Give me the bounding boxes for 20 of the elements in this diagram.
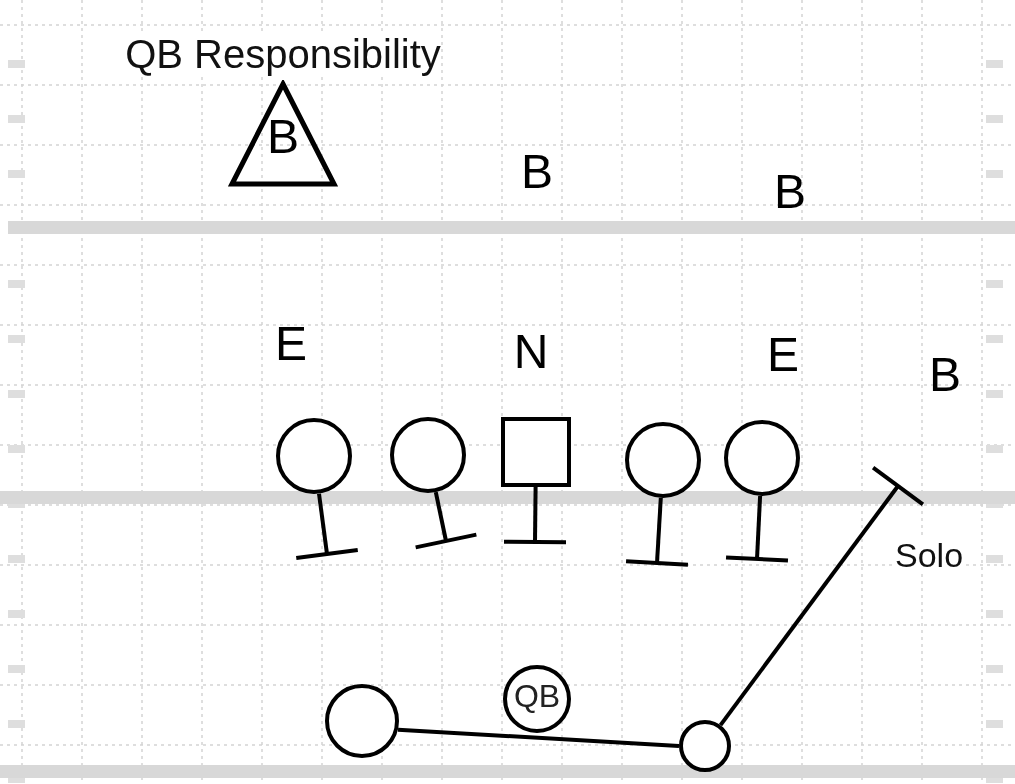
defender-letter: E — [275, 320, 307, 368]
block-route-line — [724, 495, 790, 563]
block-route-line — [294, 493, 360, 561]
block-route-line — [624, 497, 690, 567]
defender-letter: E — [767, 331, 799, 379]
defender-letter: B — [929, 351, 961, 399]
player-letter: B — [267, 113, 299, 161]
block-route-line — [502, 486, 568, 545]
quarterback-circle: QB — [503, 665, 571, 733]
lineman-circle — [325, 684, 399, 758]
defender-letter: B — [521, 148, 553, 196]
edge-label: Solo — [895, 538, 964, 572]
block-route-line — [718, 465, 925, 727]
heading: QB Responsibility — [125, 32, 441, 76]
lineman-circle — [679, 720, 731, 772]
defender-letter: N — [513, 328, 549, 376]
defender-letter: B — [774, 168, 806, 216]
connector-line — [397, 727, 680, 748]
block-route-line — [413, 491, 479, 550]
center-square — [501, 417, 571, 487]
